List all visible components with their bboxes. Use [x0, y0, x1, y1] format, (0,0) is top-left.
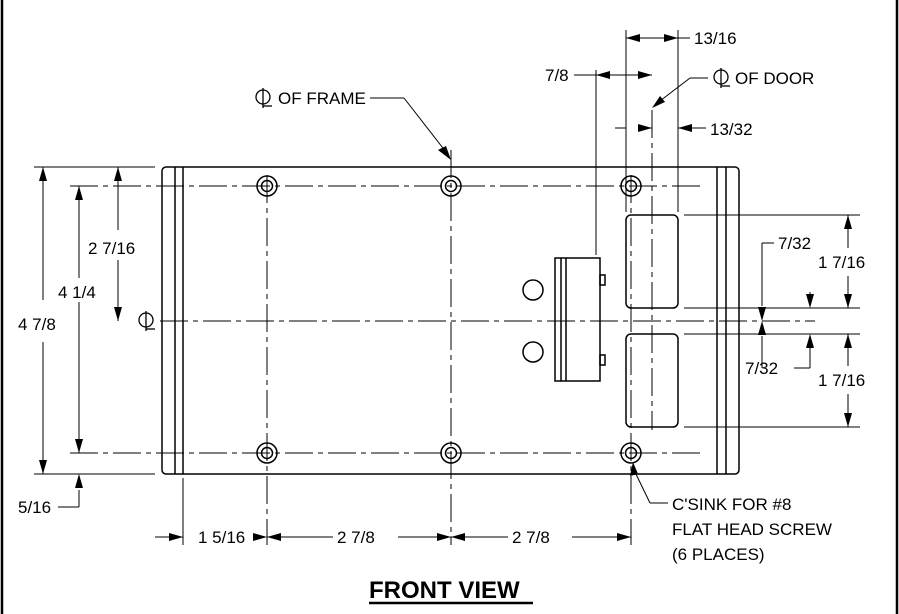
dim-text-left-edge: 1 5/16	[198, 528, 245, 547]
dim-left-edge	[155, 533, 183, 541]
countersink-hole-bottom-middle	[440, 442, 462, 464]
leader-countersink	[630, 462, 668, 504]
latch-block	[554, 257, 606, 382]
dim-text-hole-spacing-left: 2 7/8	[337, 528, 375, 547]
dim-text-door-half: 13/32	[710, 120, 753, 139]
label-countersink-line3: (6 PLACES)	[672, 545, 765, 564]
dim-text-pad-upper: 1 7/16	[818, 253, 865, 272]
leader-cl-of-door	[652, 77, 708, 108]
dim-left-hole-to-left	[253, 533, 267, 541]
dim-text-hole-to-center: 2 7/16	[88, 239, 135, 258]
door-pad-lower	[625, 333, 679, 428]
centerline-symbol-left	[138, 311, 156, 331]
dim-text-door-offset: 13/16	[694, 29, 737, 48]
dim-text-overall-height: 4 7/8	[18, 315, 56, 334]
dim-hole-to-center	[114, 167, 122, 321]
label-cl-of-frame: OF FRAME	[278, 89, 366, 108]
dim-text-hole-span: 4 1/4	[58, 283, 96, 302]
dim-pad-upper	[844, 215, 852, 308]
centerline-symbol-door	[713, 68, 731, 88]
dim-text-door-width: 7/8	[545, 66, 569, 85]
dim-text-hole-spacing-right: 2 7/8	[512, 528, 550, 547]
dim-gap-upper	[750, 242, 820, 321]
dim-hole-spacing-right	[451, 533, 631, 541]
view-title: FRONT VIEW	[369, 577, 520, 604]
dim-door-width	[574, 71, 652, 79]
centerline-symbol-frame	[255, 88, 273, 108]
dim-gap-lower	[750, 321, 820, 369]
countersink-hole-bottom-right	[620, 442, 642, 464]
dim-hole-span	[75, 186, 83, 453]
dim-bottom-edge	[58, 474, 83, 508]
label-cl-of-door: OF DOOR	[735, 69, 814, 88]
leader-cl-of-frame	[370, 97, 451, 160]
label-countersink-line1: C'SINK FOR #8	[672, 495, 791, 514]
round-hole-upper	[522, 279, 544, 301]
dim-text-gap-lower: 7/32	[745, 359, 778, 378]
dim-hole-spacing-left	[267, 533, 451, 541]
door-pad-upper	[625, 214, 679, 309]
dim-door-half	[615, 124, 706, 132]
round-hole-lower	[522, 341, 544, 363]
dim-door-offset	[626, 34, 690, 42]
dim-pad-lower	[844, 334, 852, 427]
countersink-hole-top-middle	[440, 175, 462, 197]
dim-overall-height	[39, 167, 47, 474]
countersink-hole-bottom-left	[256, 442, 278, 464]
dim-text-gap-upper: 7/32	[778, 234, 811, 253]
label-countersink-line2: FLAT HEAD SCREW	[672, 520, 832, 539]
dim-text-bottom-edge: 5/16	[18, 498, 51, 517]
dim-text-pad-lower: 1 7/16	[818, 371, 865, 390]
countersink-hole-top-left	[256, 175, 278, 197]
